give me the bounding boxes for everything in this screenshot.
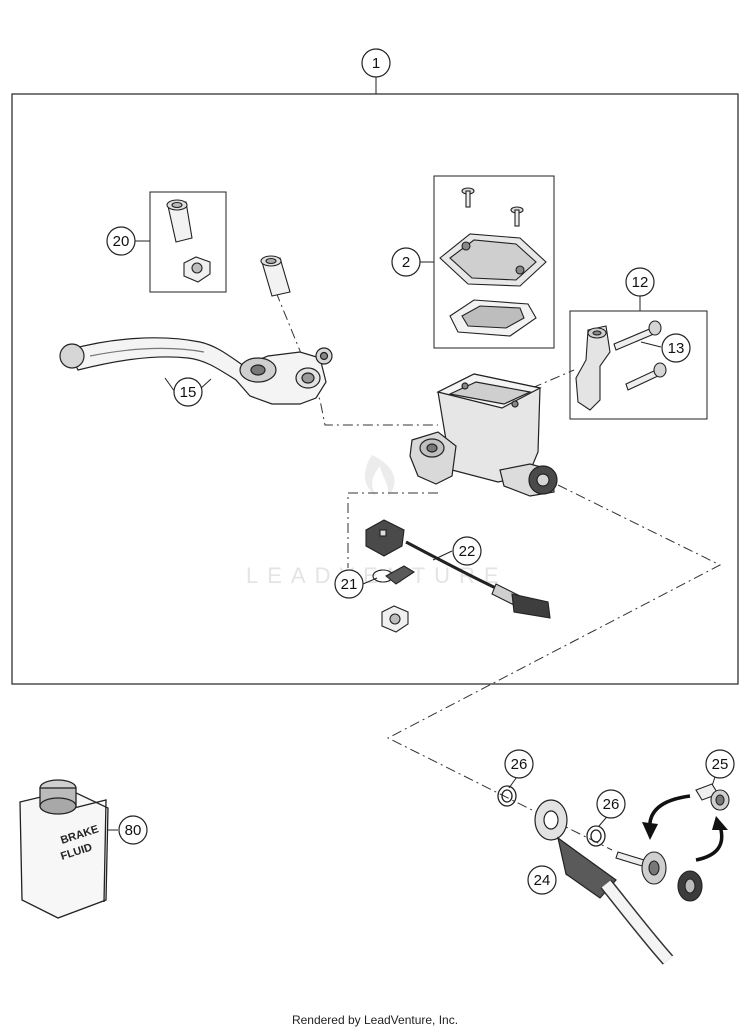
callout-21-label: 21: [341, 576, 358, 593]
callout-13-label: 13: [668, 340, 685, 357]
callout-24: 24: [527, 865, 557, 895]
inset-box-20: [149, 191, 227, 293]
callout-25: 25: [705, 749, 735, 779]
part-24-brake-hose: [534, 799, 674, 965]
part-15-brake-lever: [59, 337, 333, 405]
callout-12: 12: [625, 267, 655, 297]
callout-22-label: 22: [459, 543, 476, 560]
callout-26b: 26: [596, 789, 626, 819]
callout-15: 15: [173, 377, 203, 407]
part-26-washers: [497, 785, 606, 847]
inset-box-12: [569, 310, 708, 420]
callout-80-label: 80: [125, 822, 142, 839]
callout-13: 13: [661, 333, 691, 363]
callout-2-label: 2: [402, 254, 410, 271]
part-22-switch-cable: [405, 540, 551, 619]
part-80-brake-fluid-bottle: BRAKE FLUID: [19, 779, 109, 919]
callout-26a: 26: [504, 749, 534, 779]
callout-20-label: 20: [113, 233, 130, 250]
banjo-bolt: [615, 851, 703, 902]
pivot-bushing: [260, 255, 291, 297]
assembly-frame: [11, 93, 739, 685]
callout-21: 21: [334, 569, 364, 599]
master-cylinder: [409, 373, 558, 497]
callout-2: 2: [391, 247, 421, 277]
callout-26a-label: 26: [511, 756, 528, 773]
callout-12-label: 12: [632, 274, 649, 291]
callout-20: 20: [106, 226, 136, 256]
callout-25-label: 25: [712, 756, 729, 773]
part-25-bleed-screw: [695, 783, 730, 811]
callout-80: 80: [118, 815, 148, 845]
part-2-reservoir-cover: [439, 187, 547, 337]
dashed-guides: [275, 291, 722, 851]
part-21-switch: [365, 519, 416, 633]
leader-lines: [102, 240, 718, 876]
callout-24-label: 24: [534, 872, 551, 889]
part-20-bushing-nut: [166, 199, 211, 283]
rotation-arrows: [642, 794, 728, 862]
part-12-clamp: [575, 325, 611, 411]
watermark: LEADVENTURE: [246, 455, 499, 588]
callout-22: 22: [452, 536, 482, 566]
callout-15-label: 15: [180, 384, 197, 401]
footer-credit: Rendered by LeadVenture, Inc.: [291, 1013, 459, 1027]
callout-1: 1: [361, 48, 391, 78]
part-13-bolts: [613, 320, 667, 391]
callout-1-label: 1: [372, 55, 380, 72]
callout-26b-label: 26: [603, 796, 620, 813]
